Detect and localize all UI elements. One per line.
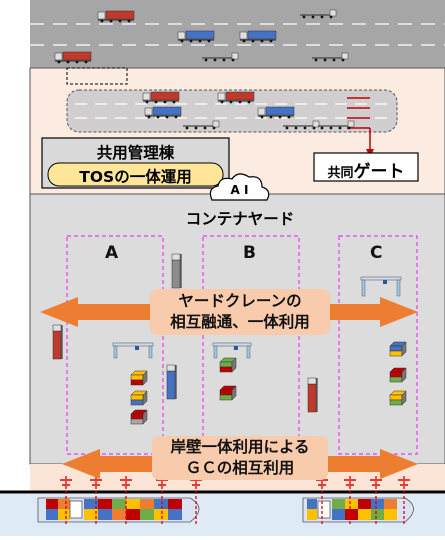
truck-icon	[144, 106, 182, 119]
container-stack-icon	[389, 390, 407, 406]
truck-icon	[166, 364, 177, 400]
truck-icon	[239, 30, 277, 43]
truck-icon	[142, 91, 180, 104]
yard-crane-line1: ヤードクレーンの	[178, 292, 302, 310]
yard-crane-banner	[150, 289, 330, 335]
quay-line1: 岸壁一体利用による	[170, 438, 310, 456]
cloud-icon	[209, 173, 270, 201]
yard-crane-text: ヤードクレーンの 相互融通、一体利用	[150, 291, 330, 333]
truck-icon	[257, 106, 295, 119]
quay-crane-icon	[120, 476, 132, 526]
truck-icon	[300, 9, 337, 19]
block-a-label: A	[105, 243, 119, 263]
cloud-label: A I	[230, 183, 249, 197]
block-c-label: C	[370, 243, 383, 263]
container-ship-icon	[37, 497, 200, 523]
truck-icon	[177, 30, 215, 43]
yard-arrow-right	[325, 297, 418, 327]
truck-icon	[312, 52, 349, 62]
yard-arrow-left	[40, 297, 155, 327]
container-stack-icon	[389, 367, 407, 383]
yard-block-c	[338, 235, 418, 455]
container-stack-icon	[389, 341, 407, 357]
container-stack-icon	[130, 409, 148, 425]
gate-label-part2: ゲート	[353, 162, 405, 182]
container-ship-icon	[302, 497, 414, 523]
truck-icon	[171, 253, 182, 289]
yard-block-b	[202, 235, 300, 455]
admin-building-label: 共用管理棟	[96, 144, 175, 162]
truck-icon	[307, 377, 318, 413]
truck-icon	[183, 120, 220, 130]
yard-crane-icon	[212, 342, 252, 359]
quay-crane-icon	[60, 476, 72, 526]
quay-crane-icon	[344, 476, 356, 526]
gate-label: 共同ゲート	[314, 157, 418, 182]
container-stack-icon	[219, 357, 237, 373]
truck-icon	[318, 120, 355, 130]
quay-arrow-left	[62, 449, 160, 479]
gate-label-box	[313, 152, 419, 182]
quay-arrow-right	[320, 449, 418, 479]
container-stack-icon	[130, 370, 148, 386]
gate-entrance-outline	[66, 67, 128, 85]
truck-icon	[283, 120, 320, 130]
container-stack-icon	[219, 385, 237, 401]
gate-red-lines	[347, 97, 374, 157]
quay-crane-icon	[370, 476, 382, 526]
truck-icon	[52, 324, 63, 360]
truck-icon	[54, 51, 92, 64]
truck-icon	[217, 91, 255, 104]
quay-text: 岸壁一体利用による ＧＣの相互利用	[152, 437, 328, 479]
yard-crane-icon	[112, 342, 154, 359]
tos-cylinder	[47, 162, 224, 187]
tos-label: TOSの一体運用	[79, 168, 192, 186]
truck-icon	[97, 10, 135, 23]
quay-crane-icon	[90, 476, 102, 526]
yard-block-a	[66, 235, 164, 455]
yard-crane-icon	[360, 276, 402, 297]
yard-crane-line2: 相互融通、一体利用	[170, 313, 310, 331]
container-stack-icon	[130, 390, 148, 406]
yard-label: コンテナヤード	[185, 210, 295, 228]
dynamic-icons	[52, 9, 410, 526]
quay-banner	[152, 436, 328, 480]
quay-crane-icon	[398, 476, 410, 526]
block-b-label: B	[243, 243, 256, 263]
quay-line2: ＧＣの相互利用	[185, 459, 295, 477]
truck-icon	[202, 52, 239, 62]
gate-label-part1: 共同	[327, 166, 354, 181]
